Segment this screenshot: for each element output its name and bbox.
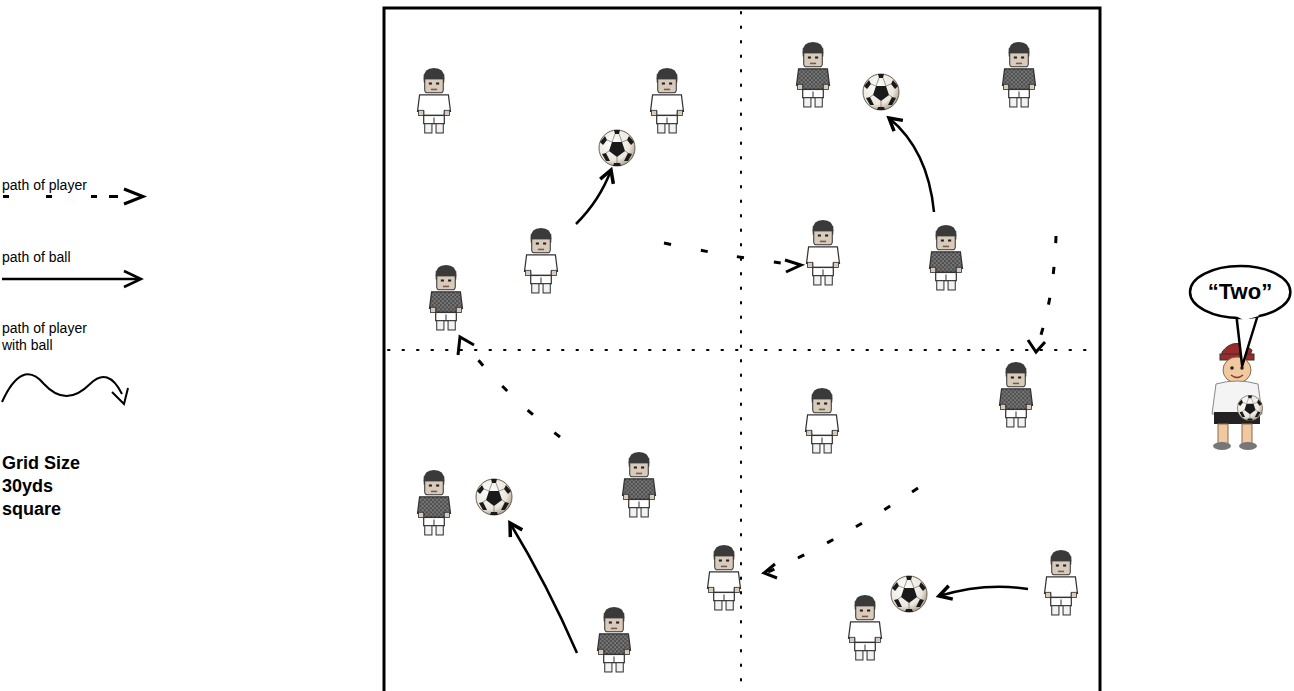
players	[418, 42, 1078, 672]
legend-text: path of ball	[2, 249, 142, 266]
grid	[384, 8, 1100, 691]
coach-call: “Two”	[1208, 279, 1272, 305]
balls	[476, 74, 927, 612]
legend-text: path of player	[2, 177, 142, 194]
legend-samples	[2, 189, 143, 404]
legend-text: path of player with ball	[2, 320, 110, 354]
coach-figure	[1212, 343, 1263, 450]
speech-bubble: “Two”	[1188, 264, 1292, 320]
player-runs	[458, 236, 1056, 578]
grid-size-note: Grid Size 30yds square	[2, 452, 110, 521]
ball-paths	[510, 118, 1028, 653]
